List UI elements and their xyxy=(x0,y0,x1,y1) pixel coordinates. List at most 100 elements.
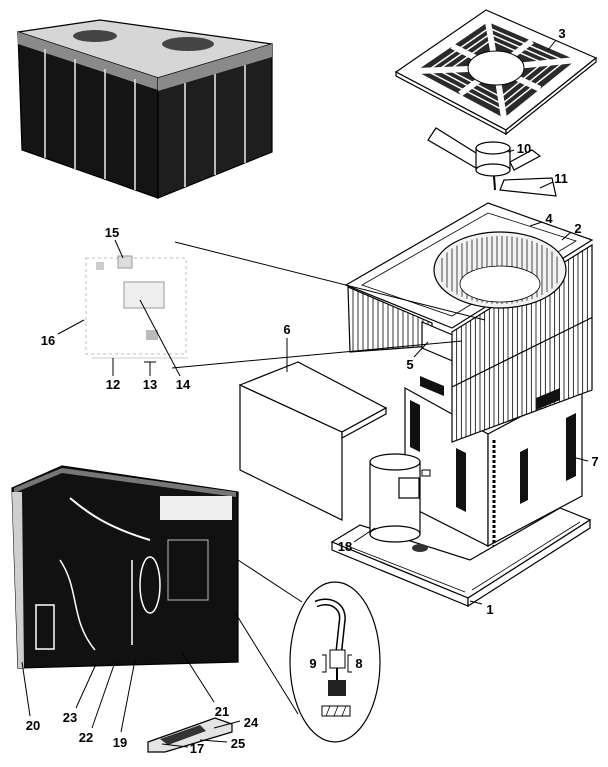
base-pan-groove xyxy=(344,544,466,593)
bracket-parts xyxy=(147,717,233,753)
callout-23: 23 xyxy=(63,710,77,725)
base-pan-groove xyxy=(471,521,581,591)
inset-hatch xyxy=(333,705,339,717)
callout-1: 1 xyxy=(486,602,493,617)
compressor xyxy=(369,453,431,552)
callout-25: 25 xyxy=(231,736,245,751)
fan-assembly xyxy=(427,127,557,197)
leader-line-24 xyxy=(213,720,241,729)
side-panel-flange xyxy=(341,406,387,440)
base-pan-side-edge xyxy=(467,518,591,608)
inset-fitting xyxy=(328,680,346,696)
callout-11: 11 xyxy=(554,171,568,186)
leader-line-21 xyxy=(181,651,215,703)
control-box-panel xyxy=(160,496,232,520)
callout-24: 24 xyxy=(244,715,259,730)
callout-13: 13 xyxy=(143,377,157,392)
control-box-capacitor xyxy=(139,556,161,614)
compressor-fitting xyxy=(421,469,431,477)
coil-slot xyxy=(566,413,576,481)
compressor-top xyxy=(369,453,421,471)
callout-16: 16 xyxy=(41,333,55,348)
leader-line-3 xyxy=(547,39,557,51)
callout-18: 18 xyxy=(338,539,352,554)
inset-valve xyxy=(329,649,346,669)
top-grille xyxy=(394,9,598,136)
control-box-block xyxy=(167,539,209,601)
compressor-mount xyxy=(412,544,428,552)
callout-7: 7 xyxy=(591,454,598,469)
explode-line-lower xyxy=(171,340,463,369)
callout-3: 3 xyxy=(558,26,565,41)
base-pan xyxy=(330,507,592,608)
callout-15: 15 xyxy=(105,225,119,240)
inset-hatch xyxy=(341,705,347,717)
callout-4: 4 xyxy=(545,211,553,226)
side-panel xyxy=(238,361,388,521)
inset-hatch xyxy=(325,705,331,717)
leader-line-14 xyxy=(139,299,181,377)
inset-bracket-9 xyxy=(322,654,327,673)
control-panel-detail xyxy=(85,255,188,359)
leader-line-17 xyxy=(161,743,189,748)
control-contactor xyxy=(123,281,165,309)
inset-leader xyxy=(237,559,303,603)
leader-line-22 xyxy=(91,661,116,729)
inset-tube-inner xyxy=(315,600,345,651)
fan-motor-bottom xyxy=(475,163,511,177)
control-box-left-strip xyxy=(12,492,24,668)
callout-14: 14 xyxy=(176,377,191,392)
leader-lines xyxy=(21,39,589,748)
venturi-opening xyxy=(459,265,541,303)
callout-5: 5 xyxy=(406,357,413,372)
callout-2: 2 xyxy=(574,221,581,236)
assembled-unit xyxy=(17,19,273,199)
compressor-bottom xyxy=(369,525,421,543)
unit-left-top-rail xyxy=(18,32,158,90)
coil-slot xyxy=(410,400,420,452)
callout-19: 19 xyxy=(113,735,127,750)
cabinet-top-inner xyxy=(361,212,577,317)
compressor-terminal-box xyxy=(398,477,420,499)
leader-line-20 xyxy=(21,661,31,717)
fan-shaft xyxy=(493,175,496,191)
grille-hub xyxy=(467,50,525,86)
leader-line-23 xyxy=(75,663,97,709)
control-relay xyxy=(117,255,133,269)
control-panel-outline xyxy=(85,257,187,355)
grille-mark xyxy=(536,388,560,410)
leader-line-18 xyxy=(353,527,376,543)
explode-line-upper xyxy=(174,241,486,321)
control-box-wire xyxy=(69,497,151,541)
callout-22: 22 xyxy=(79,730,93,745)
control-terminal xyxy=(146,330,158,340)
leader-line-19 xyxy=(120,659,136,733)
leader-line-11 xyxy=(539,181,554,189)
cabinet-assembly xyxy=(344,202,594,443)
control-capacitor xyxy=(96,262,104,270)
coil-slot xyxy=(520,448,528,504)
leader-line-13 xyxy=(144,361,156,376)
leader-line-2 xyxy=(561,231,572,241)
fan-blade-right xyxy=(499,177,557,197)
inset-leader xyxy=(235,613,299,715)
leader-line-10 xyxy=(507,149,515,153)
bracket-hatch xyxy=(160,725,206,745)
control-box-bracket xyxy=(35,604,55,650)
leader-line-15 xyxy=(114,239,124,259)
fan-blade-rear xyxy=(509,149,542,171)
callout-8: 8 xyxy=(355,656,362,671)
coil-slot xyxy=(456,448,466,512)
callout-17: 17 xyxy=(190,741,204,756)
unit-fan-guard-left xyxy=(73,30,117,42)
grille-edge xyxy=(505,56,597,136)
control-box-wire xyxy=(59,559,96,651)
leader-line-25 xyxy=(199,739,228,743)
fan-motor-top xyxy=(475,141,511,155)
leader-line-1 xyxy=(469,600,483,605)
callout-9: 9 xyxy=(309,656,316,671)
callout-6: 6 xyxy=(283,322,290,337)
leader-line-16 xyxy=(57,319,85,335)
unit-fan-guard-right xyxy=(162,37,214,51)
